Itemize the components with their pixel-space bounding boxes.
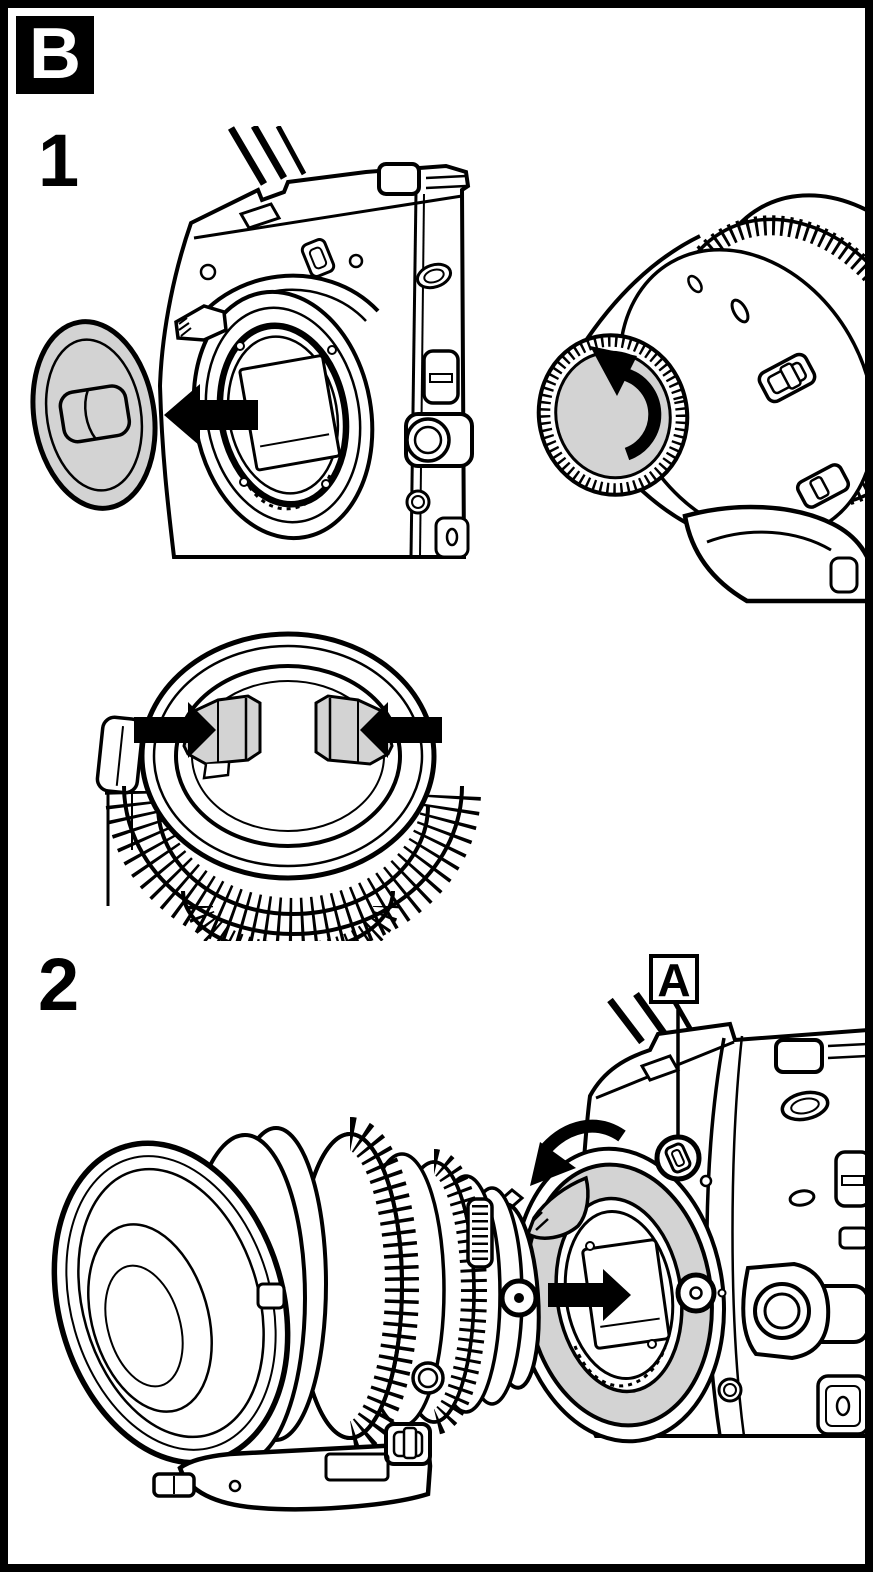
lens-mount [174,238,375,541]
mount-index-mark [675,1272,727,1314]
pinch-arrow-left-icon [360,702,442,758]
front-lens-cap [139,631,437,881]
cap-pinch-clips [182,694,394,780]
lens-base-grip [152,1422,433,1512]
figure-remove-front-lens-cap [95,631,481,941]
callout-a-label: A [657,954,691,1006]
camera-side-controls [404,262,474,559]
section-b-badge: B [16,16,94,94]
lens [51,1117,541,1512]
attach-lens-arrow-right-icon [548,1269,631,1321]
rotate-counterclockwise-arrow-icon [590,346,662,461]
lens-index-mark [499,1278,539,1318]
lens-release-button-circled [654,1134,702,1182]
body-cap [30,319,158,511]
figure-remove-rear-lens-cap [536,193,865,604]
step-2-number: 2 [38,943,80,1026]
lens-side [95,715,481,941]
remove-cap-arrow-left-icon [164,384,258,446]
figure-attach-lens [51,988,865,1512]
lens-barrel [579,193,865,604]
lens-thumb-dial [466,1197,494,1269]
mount-rotate-arrow-icon [530,1119,626,1186]
pinch-arrow-right-icon [134,702,216,758]
section-b-label: B [29,14,81,94]
lens-release-button [300,238,336,278]
step-1-number: 1 [38,119,80,202]
figure-remove-body-cap [30,126,474,559]
callout-a-box: A [649,954,699,1004]
